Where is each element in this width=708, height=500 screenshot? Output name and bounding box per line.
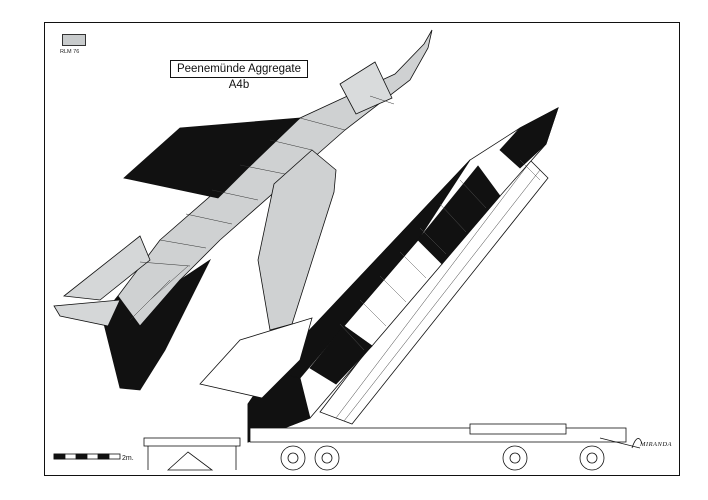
panel-lines — [129, 95, 395, 321]
blast-deflector — [166, 451, 214, 471]
scale-bar — [53, 453, 121, 460]
canopy — [339, 61, 393, 115]
drawing-border — [44, 22, 680, 476]
winged-rocket-a4b — [53, 29, 433, 391]
fuselage-black-section — [101, 258, 212, 391]
signature-flourish — [631, 438, 643, 449]
color-key-label: RLM 76 — [60, 49, 80, 55]
rocket-panel-lines — [339, 159, 541, 351]
tail-fin-upper — [62, 235, 151, 301]
rocket-nose — [499, 107, 559, 169]
left-wing — [123, 117, 302, 199]
right-wing — [257, 149, 337, 331]
rocket-on-erector — [199, 107, 559, 443]
scale-bar-label: 2m. — [122, 455, 134, 462]
rocket-tail-fin — [199, 317, 313, 399]
artist-signature: MIRANDA — [640, 441, 673, 448]
trailer-deck — [469, 423, 567, 435]
drawing-title: Peenemünde Aggregate A4b — [170, 60, 308, 91]
trailer-wheels — [280, 445, 605, 471]
rocket-stripe-lower — [309, 325, 373, 385]
tail-fin-lower — [53, 299, 121, 327]
launch-table — [143, 437, 241, 447]
color-key-swatch — [62, 34, 86, 46]
erector-struts — [335, 161, 541, 422]
meillerwagen-trailer — [143, 423, 641, 471]
trailer-chassis — [249, 427, 627, 443]
